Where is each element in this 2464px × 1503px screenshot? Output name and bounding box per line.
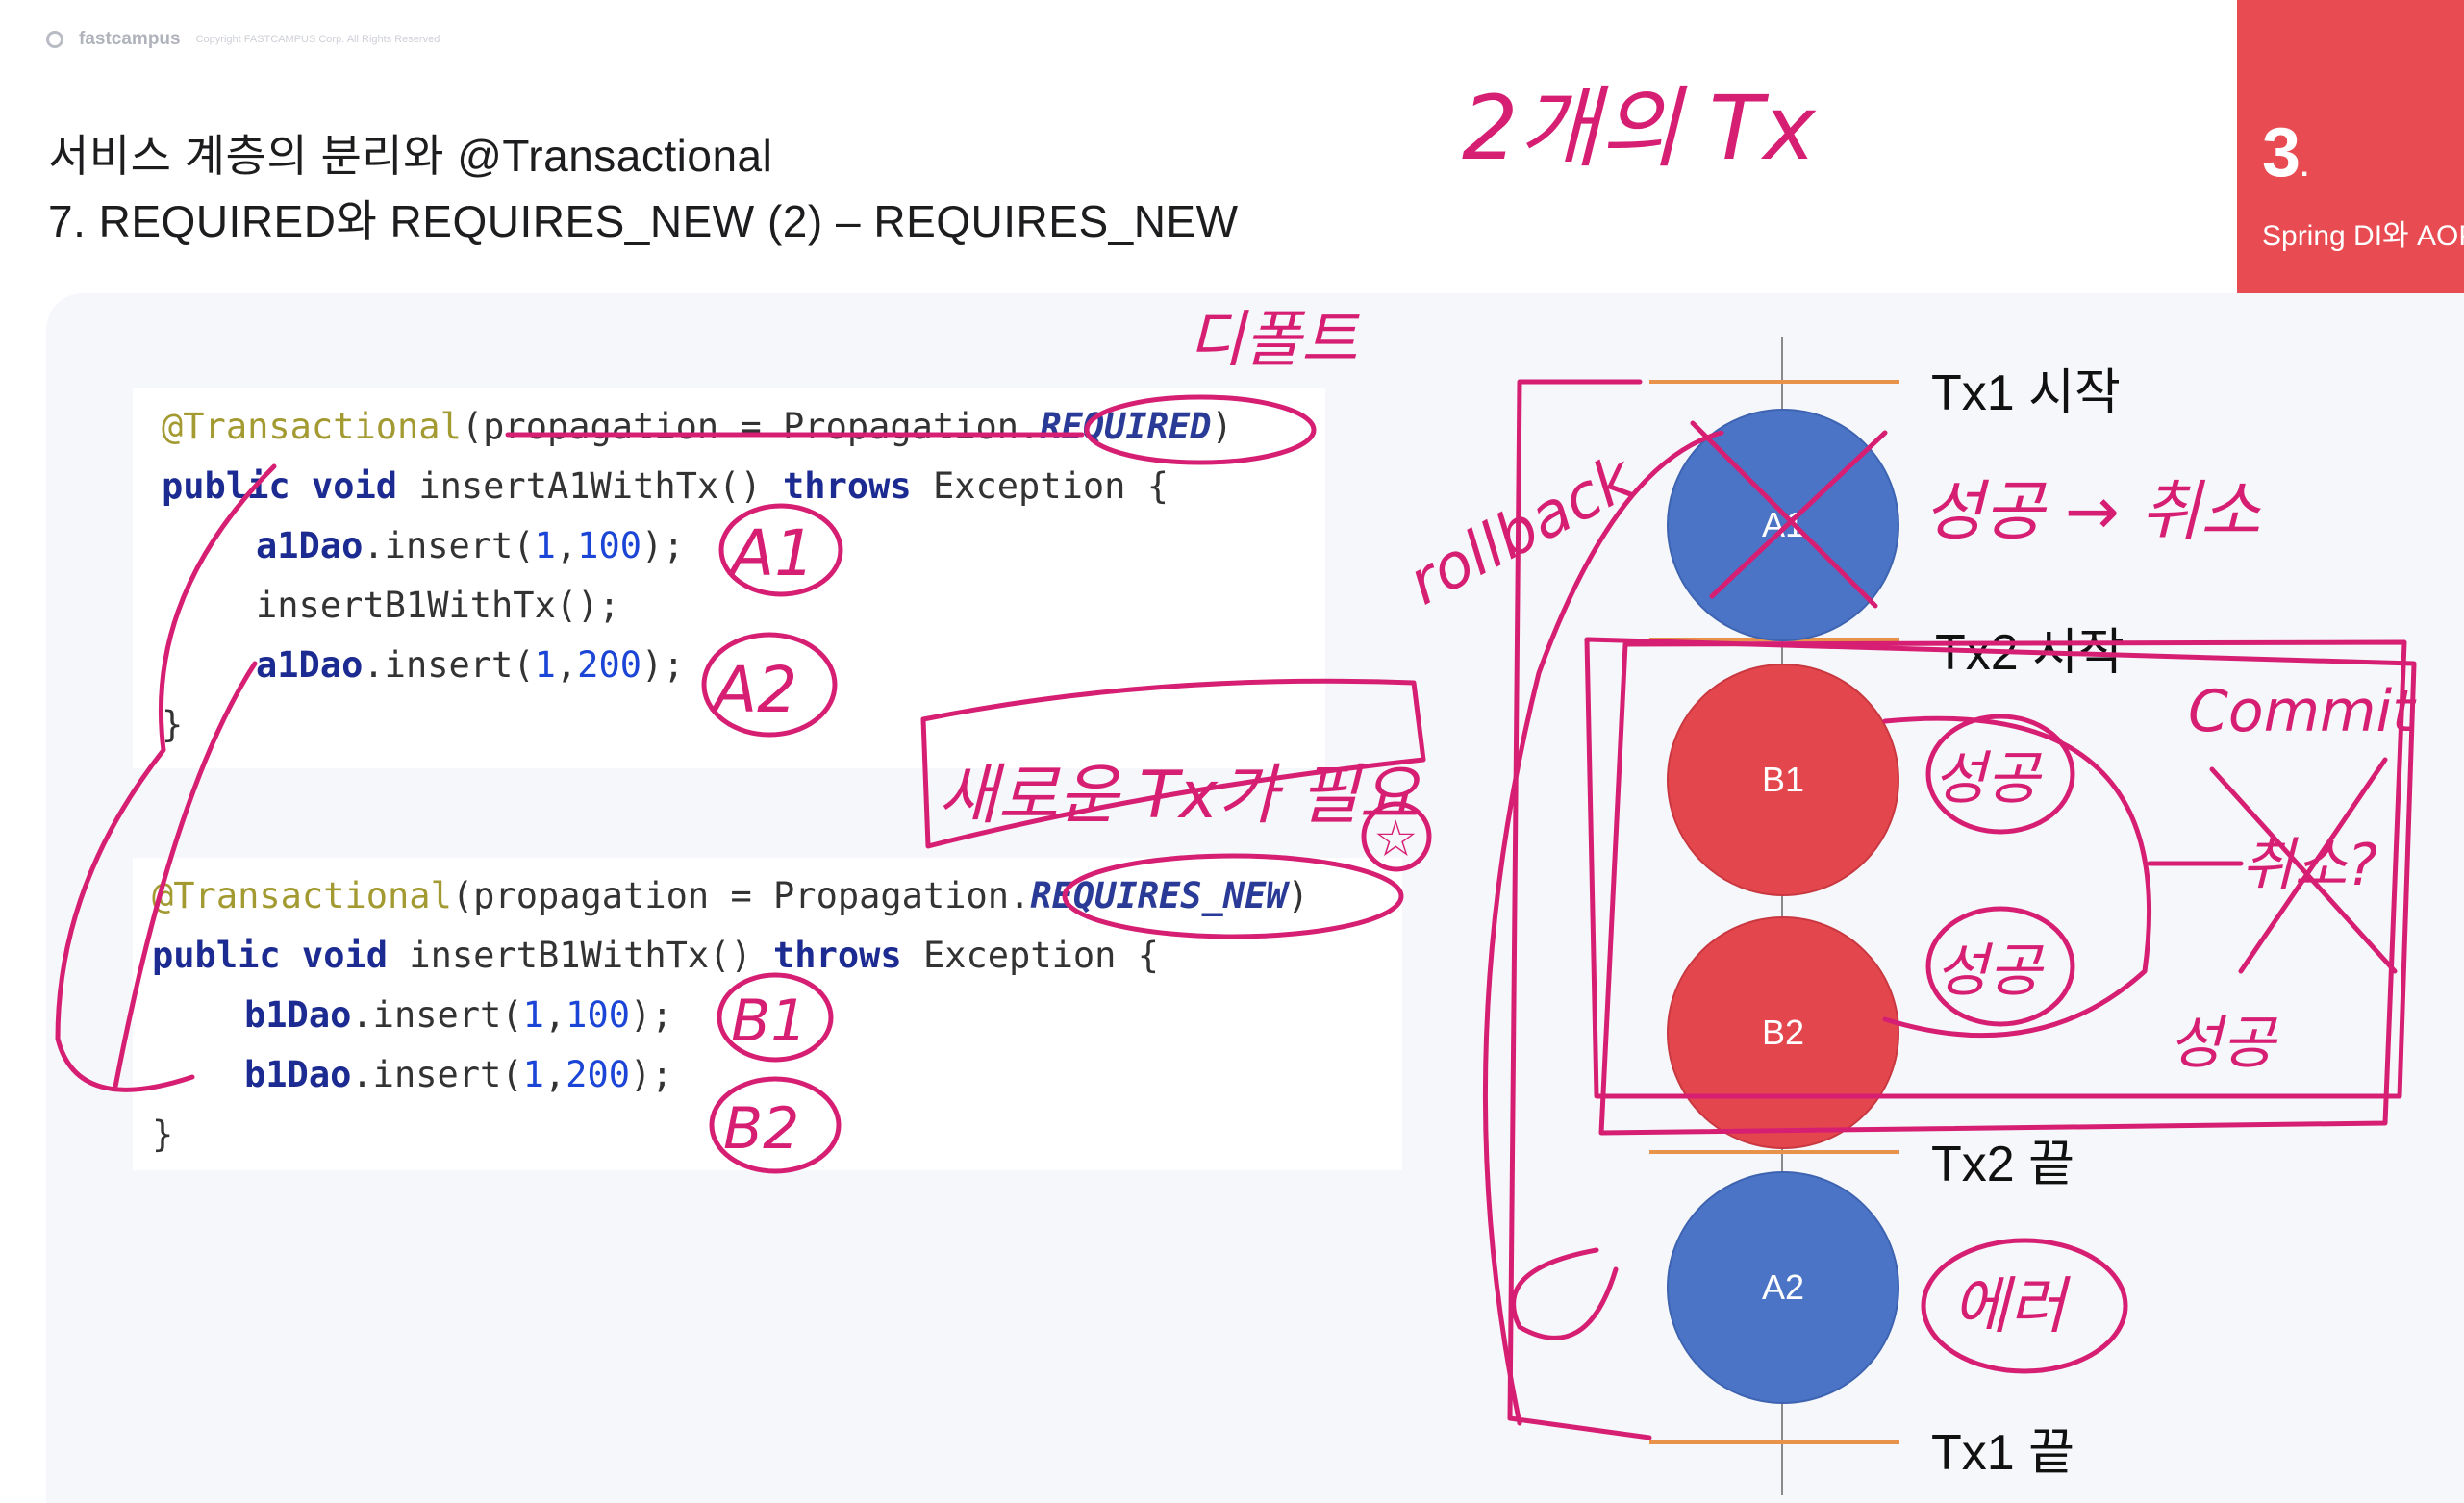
tx1-start-label: Tx1 시작 bbox=[1931, 365, 2121, 421]
ink-cross-a1 bbox=[1709, 430, 1888, 599]
ink-circle-star bbox=[1361, 801, 1432, 872]
ink-success1: 성공 bbox=[1933, 745, 2043, 813]
ink-circle-a2 bbox=[701, 632, 838, 738]
ink-cross-cancel bbox=[2209, 766, 2398, 974]
brand-bar: fastcampus Copyright FASTCAMPUS Corp. Al… bbox=[46, 29, 440, 50]
b2-circle: B2 bbox=[1667, 916, 1899, 1149]
ink-circle-b1 bbox=[717, 972, 834, 1063]
ink-group-bracket bbox=[1882, 715, 2151, 1039]
code-line: b1Dao.insert(1,200); bbox=[244, 1054, 673, 1095]
ink-default: 디폴트 bbox=[1188, 305, 1361, 376]
ink-cancel: 취소? bbox=[2241, 832, 2377, 899]
code-line: @Transactional(propagation = Propagation… bbox=[152, 875, 1309, 916]
ink-cross-cancel bbox=[2238, 757, 2388, 974]
ink-rollback: rollback bbox=[1397, 441, 1648, 620]
code-line: insertB1WithTx(); bbox=[256, 585, 620, 626]
ink-a1: A1 bbox=[727, 516, 815, 590]
ink-success2: 성공 bbox=[1935, 938, 2045, 1005]
code-line: b1Dao.insert(1,100); bbox=[244, 994, 673, 1036]
ink-success-cancel: 성공 → 취소 bbox=[1923, 474, 2262, 550]
ink-tx2-box bbox=[1598, 639, 2407, 1136]
ink-two-tx: 2개의 Tx bbox=[1462, 77, 1817, 180]
ink-circle-required bbox=[1084, 394, 1317, 465]
tx1-end-label: Tx1 끝 bbox=[1931, 1425, 2074, 1481]
ink-commit: Commit bbox=[2188, 678, 2417, 745]
code-block-insertA1WithTx: @Transactional(propagation = Propagation… bbox=[133, 388, 1325, 768]
code-line: } bbox=[152, 1114, 174, 1155]
tx2-end-label: Tx2 끝 bbox=[1931, 1137, 2074, 1192]
ink-cross-a1 bbox=[1690, 420, 1878, 609]
ink-circle-a1 bbox=[718, 503, 843, 597]
copyright-text: Copyright FASTCAMPUS Corp. All Rights Re… bbox=[195, 34, 440, 45]
ink-call-flow-arrow bbox=[55, 463, 277, 1092]
ink-tx1-bracket bbox=[1507, 379, 1652, 1440]
ink-return-arrow bbox=[113, 661, 258, 1090]
chapter-number: 3. bbox=[2262, 114, 2309, 191]
ink-a2: A2 bbox=[710, 653, 797, 727]
chapter-label: Spring DI와 AOP bbox=[2262, 220, 2464, 252]
code-line: @Transactional(propagation = Propagation… bbox=[162, 406, 1233, 447]
code-line: public void insertB1WithTx() throws Exce… bbox=[152, 935, 1159, 976]
ink-loop bbox=[1511, 1247, 1619, 1340]
fastcampus-logo-icon bbox=[46, 31, 63, 48]
ink-circle-error bbox=[1921, 1238, 2128, 1374]
code-line: } bbox=[162, 704, 184, 745]
ink-star: ☆ bbox=[1373, 811, 1419, 868]
ink-circle-success1 bbox=[1925, 714, 2075, 835]
ink-circle-b2 bbox=[709, 1076, 842, 1174]
ink-b1: B1 bbox=[731, 988, 807, 1055]
brand-name: fastcampus bbox=[79, 29, 181, 49]
ink-tx2-box-inner bbox=[1584, 637, 2417, 1099]
slide-subtitle: 7. REQUIRED와 REQUIRES_NEW (2) – REQUIRES… bbox=[48, 196, 1239, 246]
code-line: a1Dao.insert(1,200); bbox=[256, 644, 685, 686]
a2-circle: A2 bbox=[1667, 1171, 1899, 1404]
ink-error: 에러 bbox=[1952, 1271, 2071, 1342]
ink-new-tx-needed: 새로운 Tx가 필요 bbox=[938, 758, 1422, 834]
a1-circle: A1 bbox=[1667, 409, 1899, 641]
ink-circle-requires-new bbox=[1062, 853, 1404, 939]
b1-circle: B1 bbox=[1667, 664, 1899, 896]
ink-success3: 성공 bbox=[2169, 1010, 2278, 1077]
ink-b2: B2 bbox=[723, 1095, 799, 1163]
ink-circle-success2 bbox=[1925, 906, 2075, 1027]
code-line: a1Dao.insert(1,100); bbox=[256, 525, 685, 566]
slide-title: 서비스 계층의 분리와 @Transactional bbox=[48, 131, 773, 181]
ink-box-new-tx bbox=[920, 678, 1426, 849]
ink-rollback-arrow bbox=[1482, 430, 1724, 1426]
code-block-insertB1WithTx: @Transactional(propagation = Propagation… bbox=[133, 858, 1402, 1170]
code-line: public void insertA1WithTx() throws Exce… bbox=[162, 465, 1169, 507]
